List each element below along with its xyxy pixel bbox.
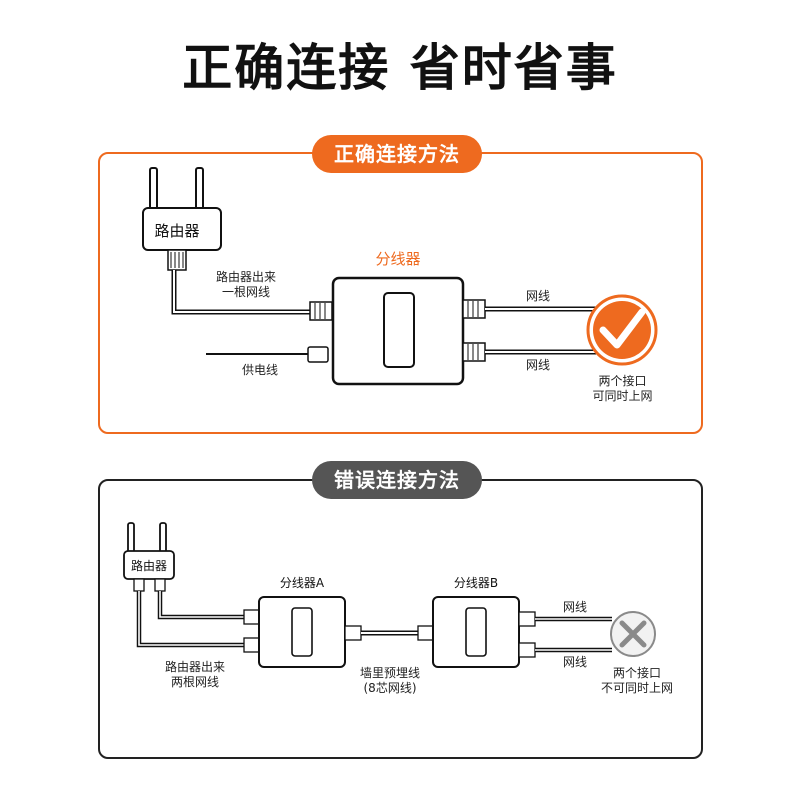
splitter-out-plug-2 [462, 342, 486, 362]
router-port-plug-2 [154, 578, 166, 592]
wall-cable-label: 墙里预埋线 (8芯网线) [359, 666, 420, 695]
router-port-plug [167, 249, 187, 271]
splitter-a-label: 分线器A [280, 576, 325, 590]
router-label: 路由器 [154, 222, 199, 240]
router-label: 路由器 [131, 558, 167, 573]
splitter-out-plug-1 [462, 299, 486, 319]
power-plug [307, 346, 329, 363]
router-antenna-right [195, 167, 204, 211]
router-correct: 路由器 [142, 167, 222, 271]
router-cable-label: 路由器出来 一根网线 [215, 270, 276, 299]
router-antenna-left [127, 522, 135, 554]
cross-icon [610, 611, 656, 657]
cable-2-label: 网线 [525, 358, 550, 372]
splitter-indicator [383, 292, 415, 368]
splitter-a: 分线器A [258, 576, 346, 668]
splitter-b-out-plug-1 [518, 611, 536, 627]
splitter-b-label: 分线器B [454, 576, 498, 590]
splitter-a-in-plug-1 [243, 609, 261, 625]
correct-result-label: 两个接口 可同时上网 [592, 374, 653, 403]
splitter-b: 分线器B [432, 576, 520, 668]
check-icon [586, 294, 658, 366]
router-body [123, 550, 175, 580]
router-antenna-left [149, 167, 158, 211]
splitter-b-indicator [465, 607, 487, 657]
splitter-label: 分线器 [375, 250, 420, 268]
cable-1-label: 网线 [525, 289, 550, 303]
correct-method-heading: 正确连接方法 [312, 135, 482, 173]
splitter-a-in-plug-2 [243, 637, 261, 653]
router-port-plug-1 [133, 578, 145, 592]
wrong-result-label: 两个接口 不可同时上网 [600, 666, 673, 695]
splitter-in-plug [309, 301, 333, 321]
splitter-a-indicator [291, 607, 313, 657]
wrong-method-heading: 错误连接方法 [312, 461, 482, 499]
page-title: 正确连接 省时省事 [182, 39, 618, 97]
splitter-correct: 分线器 [331, 250, 465, 386]
cable-1-label: 网线 [562, 600, 587, 614]
router-antenna-right [159, 522, 167, 554]
router-wrong: 路由器 [123, 522, 175, 592]
power-cable-label: 供电线 [241, 363, 278, 377]
cable-2-label: 网线 [562, 655, 587, 669]
splitter-b-out-plug-2 [518, 642, 536, 658]
splitter-a-out-plug [344, 625, 362, 641]
router-cables-label: 路由器出来 两根网线 [164, 660, 225, 689]
splitter-b-in-plug [417, 625, 435, 641]
